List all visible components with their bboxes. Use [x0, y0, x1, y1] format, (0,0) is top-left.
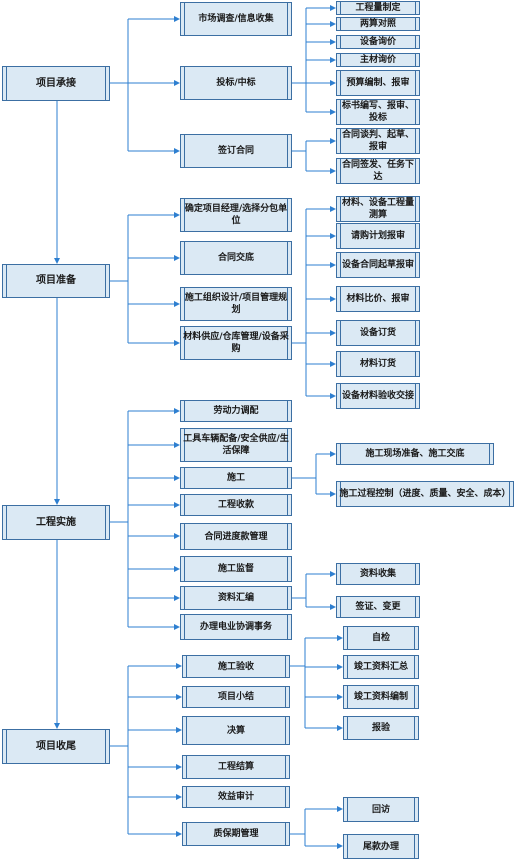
sub-two-budget-comparison[interactable]: 两算对照: [336, 17, 420, 31]
step-benefit-audit[interactable]: 效益审计: [182, 786, 290, 808]
sub-completion-docs-summary[interactable]: 竣工资料汇总: [343, 655, 419, 679]
sub-bid-document-writing[interactable]: 标书编写、报审、投标: [336, 99, 420, 125]
sub-self-inspection[interactable]: 自检: [343, 626, 419, 650]
step-settlement[interactable]: 工程结算: [182, 755, 290, 779]
sub-report-inspection[interactable]: 报验: [343, 716, 419, 740]
sub-contract-negotiation[interactable]: 合同谈判、起草、报审: [336, 128, 420, 154]
sub-budget-preparation[interactable]: 预算编制、报审: [336, 70, 420, 96]
sub-purchase-plan[interactable]: 请购计划报审: [336, 223, 420, 249]
sub-document-collection[interactable]: 资料收集: [336, 563, 420, 585]
step-construction-design[interactable]: 施工组织设计/项目管理规划: [180, 287, 292, 321]
step-supervision[interactable]: 施工监督: [180, 556, 292, 582]
step-sign-contract[interactable]: 签订合同: [180, 134, 292, 168]
phase-project-closing[interactable]: 项目收尾: [2, 729, 110, 764]
step-project-summary[interactable]: 项目小结: [182, 686, 290, 708]
step-contract-briefing[interactable]: 合同交底: [180, 241, 292, 275]
step-labor-allocation[interactable]: 劳动力调配: [180, 400, 292, 422]
sub-acceptance-handover[interactable]: 设备材料验收交接: [336, 383, 420, 409]
step-construction[interactable]: 施工: [180, 467, 292, 489]
sub-equipment-contract-draft[interactable]: 设备合同起草报审: [336, 252, 420, 278]
step-bidding[interactable]: 投标/中标: [180, 66, 292, 100]
step-power-coordination[interactable]: 办理电业协调事务: [180, 614, 292, 640]
sub-material-price-compare[interactable]: 材料比价、报审: [336, 286, 420, 312]
sub-contract-issuance[interactable]: 合同签发、任务下达: [336, 158, 420, 184]
sub-main-material-inquiry[interactable]: 主材询价: [336, 53, 420, 67]
sub-equipment-inquiry[interactable]: 设备询价: [336, 35, 420, 49]
sub-return-visit[interactable]: 回访: [343, 797, 419, 822]
phase-project-undertaking[interactable]: 项目承接: [2, 66, 110, 101]
step-material-supply[interactable]: 材料供应/仓库管理/设备采购: [180, 326, 292, 360]
sub-quantity-setting[interactable]: 工程量制定: [336, 1, 420, 15]
step-acceptance[interactable]: 施工验收: [182, 655, 290, 678]
step-warranty-management[interactable]: 质保期管理: [182, 822, 290, 846]
sub-material-order[interactable]: 材料订货: [336, 351, 420, 377]
sub-completion-docs-compile[interactable]: 竣工资料编制: [343, 685, 419, 709]
sub-visa-change[interactable]: 签证、变更: [336, 596, 420, 618]
step-project-payment[interactable]: 工程收款: [180, 494, 292, 516]
sub-final-payment[interactable]: 尾款办理: [343, 834, 419, 859]
sub-equipment-order[interactable]: 设备订货: [336, 320, 420, 346]
step-progress-payment[interactable]: 合同进度款管理: [180, 523, 292, 550]
step-final-accounts[interactable]: 决算: [182, 716, 290, 745]
step-tools-vehicles[interactable]: 工具车辆配备/安全供应/生活保障: [180, 428, 292, 462]
phase-project-implementation[interactable]: 工程实施: [2, 505, 110, 540]
sub-site-preparation[interactable]: 施工现场准备、施工交底: [336, 443, 494, 465]
step-market-survey[interactable]: 市场调查/信息收集: [180, 2, 292, 36]
step-determine-manager[interactable]: 确定项目经理/选择分包单位: [180, 198, 292, 232]
step-document-compilation[interactable]: 资料汇编: [180, 586, 292, 610]
sub-process-control[interactable]: 施工过程控制（进度、质量、安全、成本）: [336, 481, 514, 507]
sub-material-quantity-measure[interactable]: 材料、设备工程量测算: [336, 196, 420, 222]
phase-project-preparation[interactable]: 项目准备: [2, 264, 110, 298]
